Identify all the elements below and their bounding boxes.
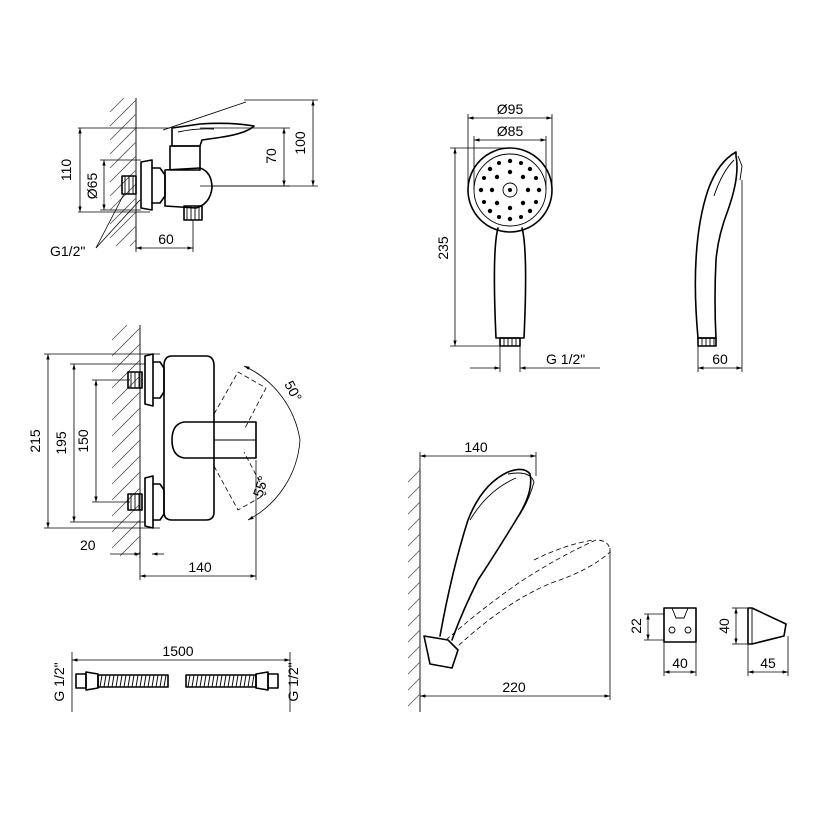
dim-70-label: 70	[263, 148, 279, 164]
reach-140-label: 140	[464, 439, 488, 455]
dim-110-label: 110	[58, 159, 74, 182]
reach-220-label: 220	[502, 679, 526, 695]
height-235-label: 235	[435, 236, 451, 260]
angle-50-label: 50°	[281, 378, 305, 404]
dim-150-label: 150	[75, 429, 91, 453]
angle-55-label: 55°	[250, 474, 272, 499]
dim-60-label: 60	[158, 231, 174, 247]
dim-140-front-label: 140	[188, 559, 212, 575]
thread-side-label: G1/2"	[50, 243, 85, 259]
wall-hatch-side	[109, 97, 137, 250]
hose-thread-right-label: G 1/2"	[285, 662, 301, 701]
holder-width-40-label: 40	[672, 655, 688, 671]
hose-thread-left-label: G 1/2"	[51, 662, 67, 701]
dim-215-label: 215	[27, 429, 43, 453]
holder-side-view: 40 45	[716, 607, 789, 676]
wall-hatch-front	[111, 324, 141, 557]
dia-95-label: Ø95	[497, 101, 524, 117]
hand-shower-front: Ø95 Ø85 235 G 1/2"	[435, 101, 600, 372]
holder-front-view: 22 40	[628, 607, 697, 676]
holder-height-22-label: 22	[628, 618, 644, 634]
dia-85-label: Ø85	[497, 123, 524, 139]
hose-length-label: 1500	[162, 643, 193, 659]
holder-depth-45-label: 45	[760, 655, 776, 671]
dim-195-label: 195	[53, 431, 69, 455]
mixer-front-view: 50° 55° 215 195 150 20 140	[27, 324, 305, 580]
holder-side-40-label: 40	[716, 618, 732, 634]
hand-shower-thread-label: G 1/2"	[546, 351, 585, 367]
shower-hose: 1500 G 1/2" G 1/2"	[51, 643, 301, 712]
installation-view: 140 220	[407, 439, 611, 712]
spray-nozzles	[478, 158, 542, 222]
dim-100-label: 100	[292, 131, 308, 155]
dim-20-label: 20	[80, 537, 96, 553]
side-width-60-label: 60	[712, 351, 728, 367]
mixer-side-view: 110 Ø65 70 100 60 G1/2"	[50, 97, 318, 259]
wall-hatch-install	[407, 468, 421, 712]
hand-shower-side: 60	[694, 151, 743, 372]
dim-65-label: Ø65	[84, 173, 100, 200]
